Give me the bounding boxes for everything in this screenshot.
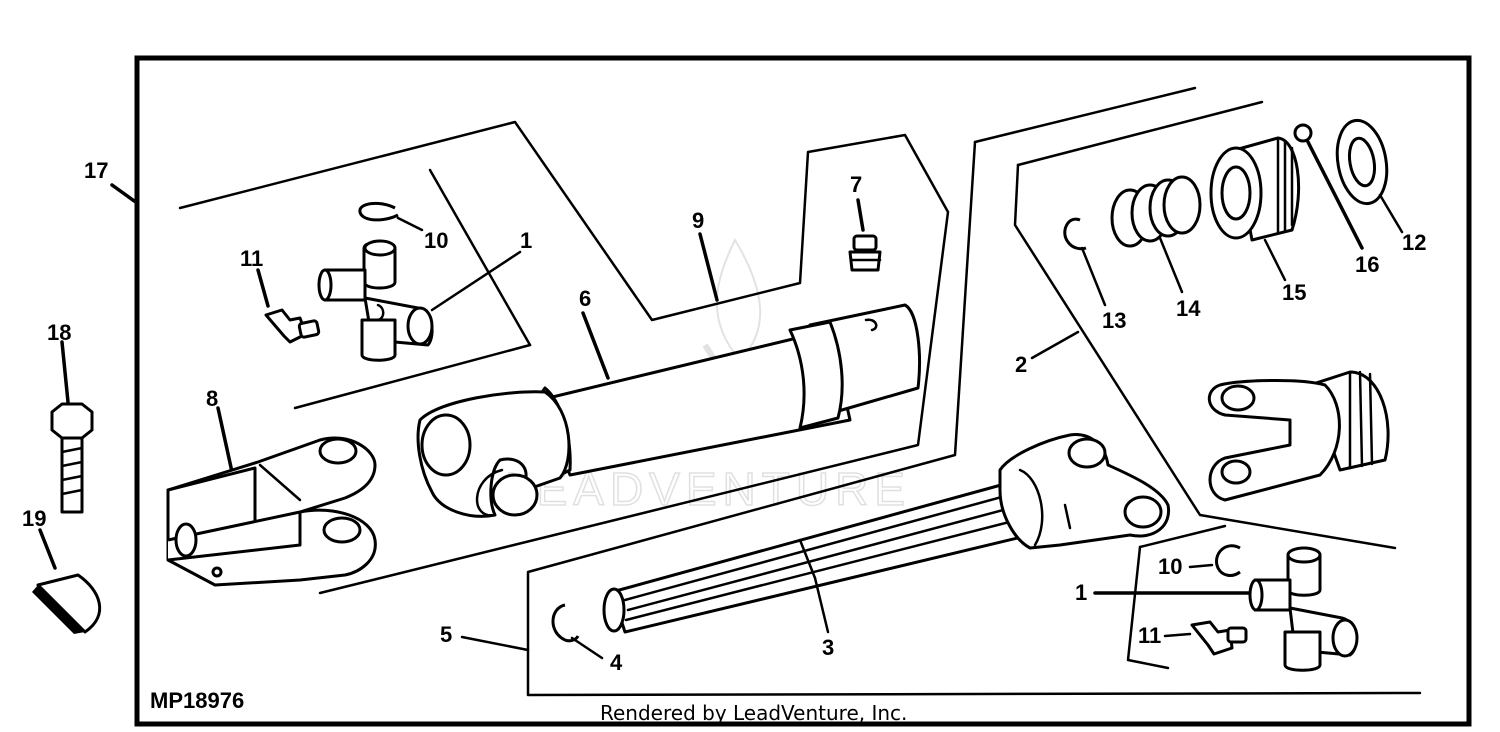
leader-2 <box>1030 330 1080 360</box>
pin-16 <box>1293 123 1364 250</box>
u-joint-cross-1-upper <box>317 239 522 362</box>
snap-ring-10-lower <box>1188 544 1241 577</box>
callout-8: 8 <box>206 386 218 411</box>
diagram-part-number: MP18976 <box>150 688 244 713</box>
render-credit: Rendered by LeadVenture, Inc. <box>600 701 907 725</box>
snap-ring-4 <box>551 603 604 660</box>
spring-14 <box>1110 175 1202 294</box>
callout-4: 4 <box>610 650 623 675</box>
leader-5 <box>460 635 530 652</box>
callout-12: 12 <box>1402 230 1426 255</box>
outer-shaft-6 <box>416 303 921 518</box>
grease-elbow-11-lower <box>1163 620 1248 656</box>
callout-15: 15 <box>1282 280 1306 305</box>
callout-7: 7 <box>850 172 862 197</box>
callout-6: 6 <box>579 286 591 311</box>
callout-19: 19 <box>22 506 46 531</box>
washer-12 <box>1335 118 1404 234</box>
grease-elbow-11-upper <box>256 268 321 344</box>
callout-5: 5 <box>440 622 452 647</box>
callout-11-lower: 11 <box>1138 623 1161 648</box>
callout-11-upper: 11 <box>240 246 263 271</box>
snap-ring-13 <box>1063 217 1107 307</box>
hub-15 <box>1209 136 1301 282</box>
callout-9: 9 <box>692 208 704 233</box>
callout-10-upper: 10 <box>424 228 448 253</box>
diagram-frame <box>134 55 1472 727</box>
bolt-18 <box>50 340 94 514</box>
group-outlines <box>178 86 1422 697</box>
callout-13: 13 <box>1102 308 1126 333</box>
snap-ring-10-upper <box>358 201 424 232</box>
callout-2: 2 <box>1015 352 1027 377</box>
callout-16: 16 <box>1355 252 1379 277</box>
callout-1-upper: 1 <box>520 228 532 253</box>
key-19 <box>32 528 102 634</box>
leader-17 <box>110 183 139 205</box>
callout-14: 14 <box>1176 296 1201 321</box>
callout-3: 3 <box>822 635 834 660</box>
callout-labels: 17 18 19 8 11 10 1 6 9 7 2 13 14 15 16 1… <box>22 158 1426 675</box>
callout-17: 17 <box>84 158 108 183</box>
callout-1-lower: 1 <box>1075 580 1087 605</box>
yoke-assembly-right <box>1207 370 1390 502</box>
callout-18: 18 <box>47 320 71 345</box>
clamp-yoke-8 <box>166 406 377 587</box>
u-joint-cross-1-lower <box>1093 546 1359 672</box>
callout-10-lower: 10 <box>1158 554 1182 579</box>
leader-9 <box>698 232 719 302</box>
grease-fitting-7 <box>848 198 882 272</box>
inner-shaft-3 <box>602 433 1171 634</box>
